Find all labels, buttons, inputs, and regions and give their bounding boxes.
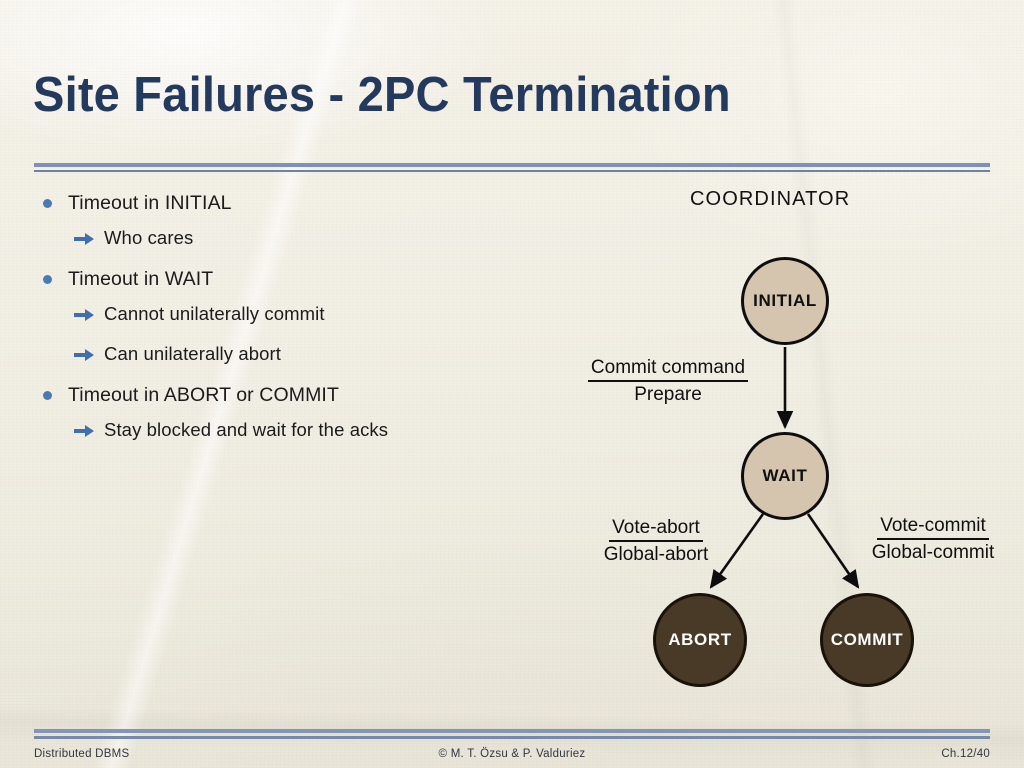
sub-bullet-item: Cannot unilaterally commit [36,302,556,326]
arrow-right-icon [74,309,94,321]
footer-divider [34,729,990,739]
diagram-heading: COORDINATOR [690,188,851,210]
bullet-dot-icon [43,391,52,400]
transition-action: Global-commit [871,542,995,563]
transition-action: Prepare [634,384,702,405]
arrow-right-icon [74,233,94,245]
footer-center: © M. T. Özsu & P. Valduriez [438,748,586,760]
footer-right: Ch.12/40 [941,748,990,760]
sub-bullet-label: Can unilaterally abort [104,343,282,364]
bullet-list: Timeout in INITIAL Who cares Timeout in … [36,190,556,458]
sub-bullet-item: Who cares [36,226,556,250]
page-title: Site Failures - 2PC Termination [33,68,731,122]
transition-action: Global-abort [603,544,709,565]
transition-condition: Vote-commit [877,514,989,540]
transition-label-prepare: Commit command Prepare [559,356,777,407]
sub-bullet-label: Who cares [104,227,194,248]
arrow-right-icon [74,425,94,437]
state-node-abort: ABORT [653,593,747,687]
bullet-label: Timeout in ABORT or COMMIT [68,384,339,406]
bullet-dot-icon [43,275,52,284]
state-node-wait: WAIT [741,432,829,520]
footer-left: Distributed DBMS [34,748,130,760]
bullet-label: Timeout in INITIAL [68,192,232,214]
transition-label-vote-abort: Vote-abort Global-abort [566,516,746,567]
arrow-right-icon [74,349,94,361]
bullet-dot-icon [43,199,52,208]
sub-bullet-item: Can unilaterally abort [36,342,556,366]
sub-bullet-label: Stay blocked and wait for the acks [104,419,389,440]
header-divider [34,163,990,172]
transition-condition: Commit command [587,356,749,382]
bullet-label: Timeout in WAIT [68,268,214,290]
coordinator-state-diagram: COORDINATOR INITIAL WAIT ABORT COMMIT [560,180,1024,710]
transition-condition: Vote-abort [609,516,703,542]
sub-bullet-label: Cannot unilaterally commit [104,303,325,324]
bullet-item: Timeout in WAIT [36,266,556,292]
sub-bullet-item: Stay blocked and wait for the acks [36,418,556,442]
transition-label-vote-commit: Vote-commit Global-commit [834,514,1024,565]
state-node-initial: INITIAL [741,257,829,345]
bullet-item: Timeout in INITIAL [36,190,556,216]
bullet-item: Timeout in ABORT or COMMIT [36,382,556,408]
diagram-edges [709,347,860,589]
state-node-commit: COMMIT [820,593,914,687]
